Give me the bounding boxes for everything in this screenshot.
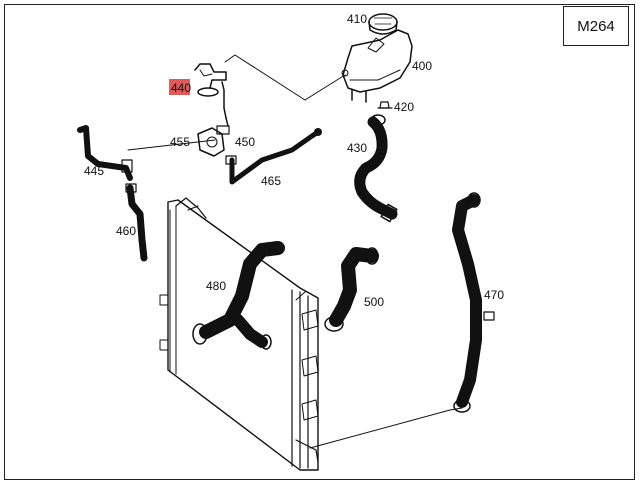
leader-445-to-455: [127, 139, 216, 151]
leader-lines: [127, 54, 463, 449]
model-code-label: M264: [577, 17, 615, 35]
part-420-clip[interactable]: [377, 101, 393, 109]
label-460: 460: [116, 224, 136, 238]
part-400-expansion-tank[interactable]: [341, 29, 413, 103]
part-410-cap[interactable]: [368, 13, 398, 35]
part-460-small-hose[interactable]: [125, 183, 148, 262]
leader-tank-to-440: [224, 54, 346, 101]
part-445-bleed-pipe[interactable]: [77, 125, 133, 181]
part-500-upper-radiator-hose[interactable]: [324, 247, 379, 332]
label-455: 455: [170, 135, 190, 149]
leader-radiator-to-470: [309, 407, 463, 449]
part-440-vent-line-connector[interactable]: [194, 63, 227, 119]
diagram-frame: [4, 4, 635, 480]
radiator[interactable]: [159, 197, 319, 471]
model-code-box: M264: [563, 6, 629, 46]
label-445: 445: [84, 164, 104, 178]
label-465: 465: [261, 174, 281, 188]
part-465-return-line[interactable]: [225, 128, 322, 185]
part-455-thermostat-housing[interactable]: [197, 117, 230, 157]
label-470: 470: [484, 288, 504, 302]
label-450: 450: [235, 135, 255, 149]
label-480: 480: [206, 279, 226, 293]
label-440: 440: [171, 81, 191, 95]
label-410: 410: [347, 12, 367, 26]
label-500: 500: [364, 295, 384, 309]
label-420: 420: [394, 100, 414, 114]
highlight-440: [169, 79, 190, 95]
label-400: 400: [412, 59, 432, 73]
part-430-tank-hose[interactable]: [354, 114, 398, 223]
label-430: 430: [347, 141, 367, 155]
part-480-lower-radiator-hose[interactable]: [192, 241, 285, 350]
part-470-long-radiator-hose[interactable]: [452, 192, 495, 413]
